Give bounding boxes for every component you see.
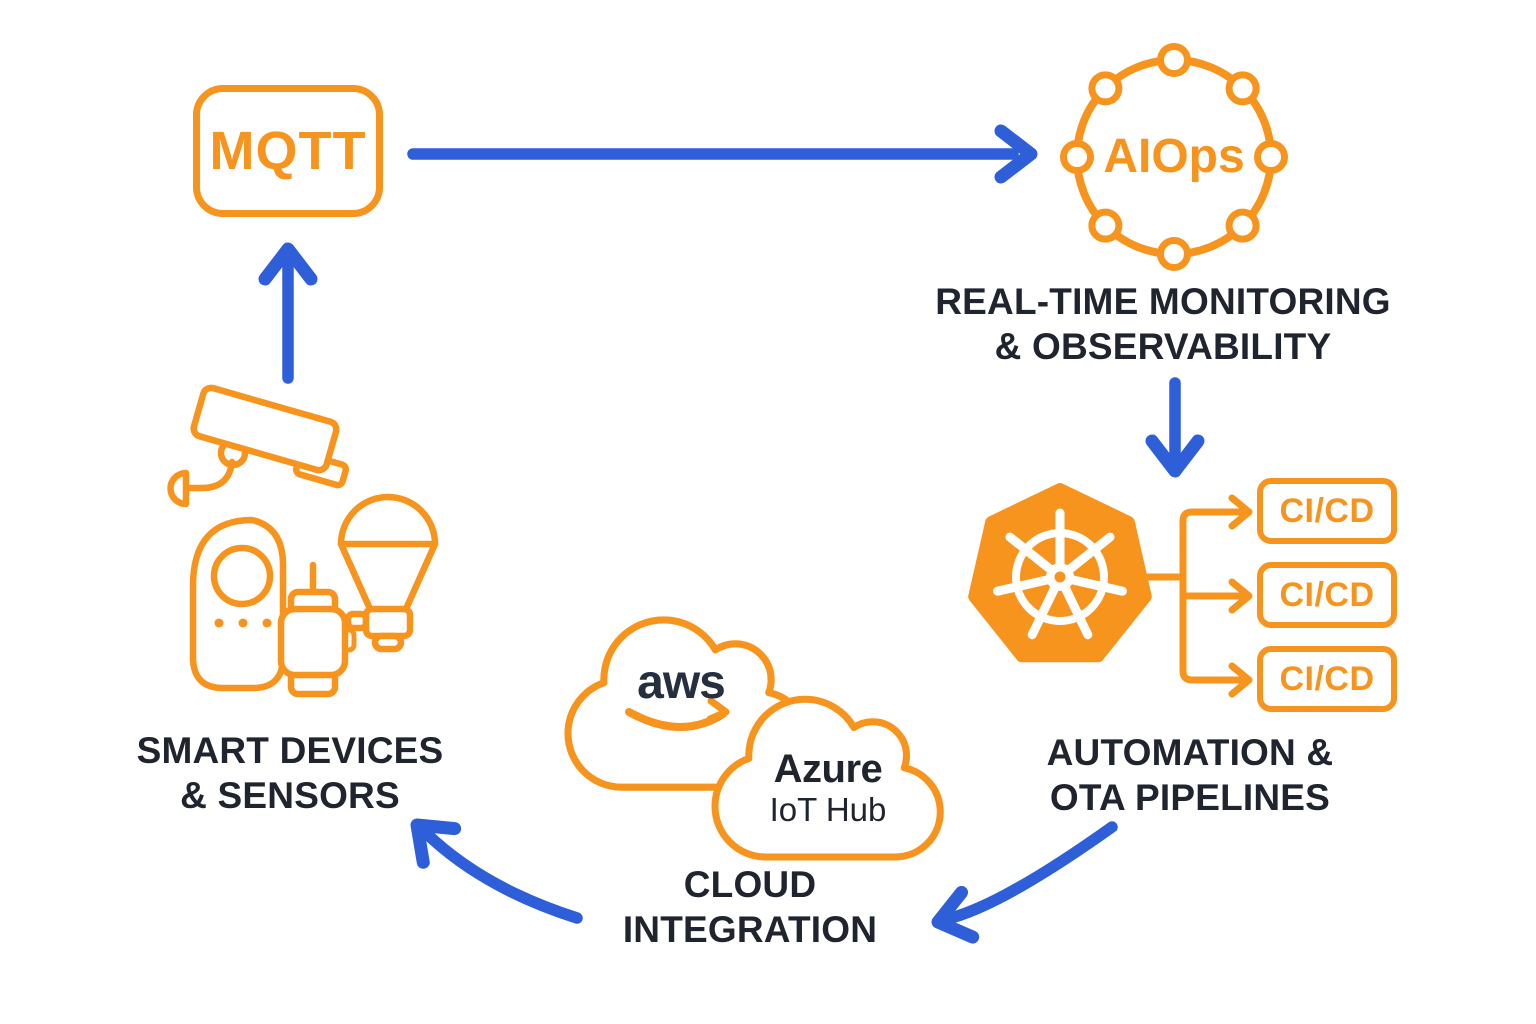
cloud-caption-line1: CLOUD <box>683 864 817 905</box>
arrow-cloud-to-devices-icon <box>410 818 583 924</box>
automation-caption-line1: AUTOMATION & <box>1046 732 1334 773</box>
monitoring-caption: REAL-TIME MONITORING & OBSERVABILITY <box>908 279 1418 369</box>
monitoring-caption-line2: & OBSERVABILITY <box>994 326 1332 367</box>
cicd-label-3: CI/CD <box>1279 659 1375 698</box>
azure-cloud-icon <box>711 695 944 861</box>
automation-caption: AUTOMATION & OTA PIPELINES <box>960 730 1420 820</box>
arrow-monitoring-to-automation-icon <box>1145 377 1205 478</box>
smart-watch-icon <box>277 561 357 698</box>
azure-iot-hub-label: Azure IoT Hub <box>738 748 918 829</box>
smart-speaker-icon <box>189 516 287 692</box>
smart-devices-icons <box>167 384 439 698</box>
cicd-label-1: CI/CD <box>1279 491 1375 530</box>
mqtt-label: MQTT <box>209 121 367 181</box>
arrow-automation-to-cloud-icon <box>931 821 1118 944</box>
security-camera-icon <box>167 384 350 508</box>
arrow-mqtt-to-aiops-icon <box>407 124 1038 184</box>
devices-caption: SMART DEVICES & SENSORS <box>90 728 490 818</box>
cicd-connector <box>1144 494 1253 698</box>
automation-caption-line2: OTA PIPELINES <box>1049 777 1331 818</box>
mqtt-broker-node: MQTT <box>193 85 383 217</box>
aws-logo-label: aws <box>637 656 726 709</box>
monitoring-caption-line1: REAL-TIME MONITORING <box>935 281 1391 322</box>
cloud-caption-line2: INTEGRATION <box>622 909 878 950</box>
flow-arrows <box>258 124 1205 944</box>
cloud-caption: CLOUD INTEGRATION <box>550 862 950 952</box>
aiops-label: AIOps <box>1103 130 1245 183</box>
smart-bulb-icon <box>337 493 439 653</box>
aws-smile-arrow-icon <box>625 697 730 731</box>
devices-caption-line2: & SENSORS <box>180 775 400 816</box>
cicd-box-1: CI/CD <box>1257 478 1397 544</box>
azure-label-line2: IoT Hub <box>769 791 887 828</box>
cicd-box-2: CI/CD <box>1257 562 1397 628</box>
azure-label-line1: Azure <box>773 747 883 791</box>
cicd-label-2: CI/CD <box>1279 575 1375 614</box>
arrow-devices-to-mqtt-icon <box>258 242 318 384</box>
devices-caption-line1: SMART DEVICES <box>136 730 444 771</box>
kubernetes-icon <box>968 483 1152 663</box>
aiops-network-icon <box>1060 43 1288 271</box>
cicd-box-3: CI/CD <box>1257 646 1397 712</box>
